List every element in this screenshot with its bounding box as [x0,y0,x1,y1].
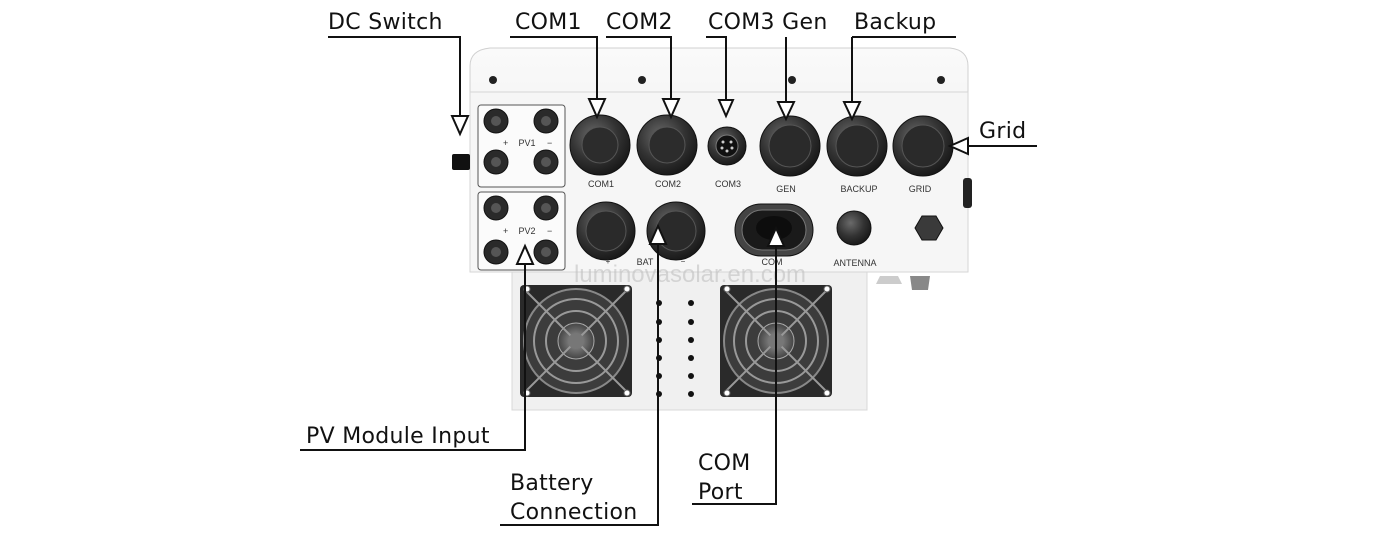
vent-plug-icon [914,215,944,241]
top-gland-row: COM1 COM2 COM3 GEN BACKUP GRID [569,114,954,194]
battery-plus-label: + [606,257,611,266]
com1-callout: COM1 [515,10,582,35]
com2-port-label: COM2 [655,179,681,189]
bat-port-label: BAT [637,257,654,267]
com3-port-label: COM3 [715,179,741,189]
com1-port-label: COM1 [588,179,614,189]
grid-callout: Grid [979,119,1026,144]
pv1-minus-label: − [547,138,552,148]
left-fan-icon [520,285,632,397]
backup-gland-icon [826,115,888,177]
battery-callout-line2: Connection [510,500,637,525]
com2-callout: COM2 [606,10,673,35]
com1-gland-icon [569,114,631,176]
pv1-label: PV1 [518,138,535,148]
battery-plus-gland-icon [576,201,636,261]
grid-port-label: GRID [909,184,932,194]
backup-port-label: BACKUP [840,184,877,194]
com-port-callout-line1: COM [698,451,751,476]
dc-switch-knob-icon [452,154,470,170]
backup-callout: Backup [854,10,936,35]
bottom-gland-row: + BAT − COM ANTENNA [576,201,944,268]
battery-minus-label: − [681,257,686,266]
antenna-connector-icon [836,210,872,246]
com3-gen-callout: COM3 Gen [708,10,828,35]
com-port-callout-line2: Port [698,480,743,505]
pv-module-input-callout: PV Module Input [306,424,490,449]
fan-housing [511,267,868,411]
com2-gland-icon [636,114,698,176]
com3-connector-icon [707,126,747,166]
battery-minus-gland-icon [646,201,706,261]
callout-labels: DC Switch COM1 COM2 COM3 Gen Backup Grid… [306,10,1026,525]
dc-switch-callout: DC Switch [328,10,443,35]
antenna-label: ANTENNA [833,258,876,268]
pv1-plus-label: + [503,138,508,148]
pv-input-panel: + PV1 − + PV2 − [477,104,566,271]
pv2-plus-label: + [503,226,508,236]
watermark: luminovasolar.en.com [574,261,806,288]
battery-callout-line1: Battery [510,471,594,496]
gen-gland-icon [759,115,821,177]
pv2-label: PV2 [518,226,535,236]
grid-gland-icon [892,115,954,177]
com-port-label: COM [762,257,783,267]
pv2-minus-label: − [547,226,552,236]
com-port-connector-icon [734,203,814,257]
gen-port-label: GEN [776,184,796,194]
leader-lines [300,36,1037,526]
